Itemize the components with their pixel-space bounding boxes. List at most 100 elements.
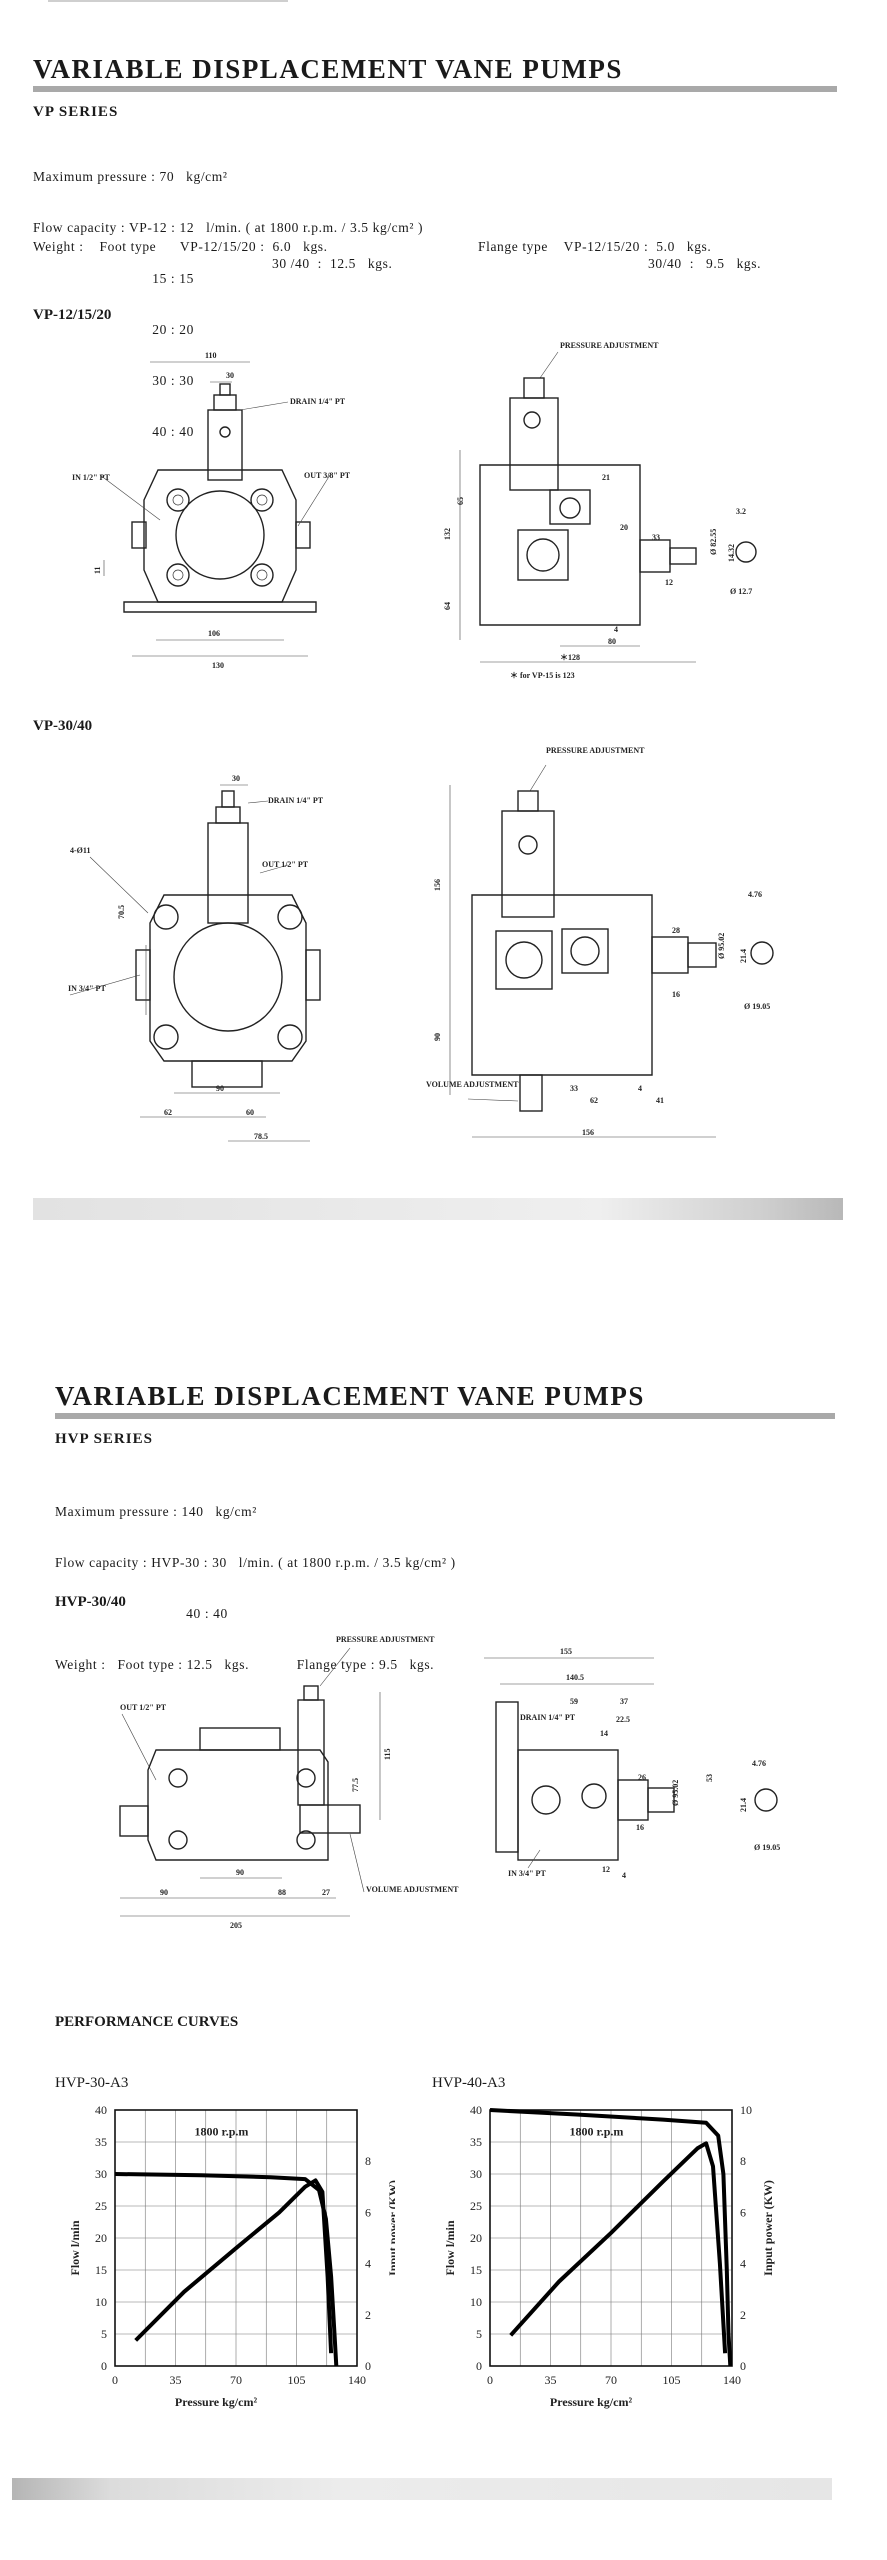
vp-spec-line: 30 : 30 <box>33 373 194 388</box>
y-tick-label: 40 <box>95 2103 107 2117</box>
y2-tick-label: 2 <box>365 2308 371 2322</box>
y-tick-label: 20 <box>470 2231 482 2245</box>
vp-spec-line: Maximum pressure : 70 kg/cm² <box>33 169 228 184</box>
port-label: DRAIN 1/4" PT <box>290 397 346 406</box>
port-label: OUT 1/2" PT <box>120 1703 167 1712</box>
dim-label: Ø 19.05 <box>754 1843 780 1852</box>
y2-tick-label: 4 <box>740 2257 746 2271</box>
dim-label: 90 <box>236 1868 244 1877</box>
y2-tick-label: 0 <box>365 2359 371 2373</box>
y-tick-label: 5 <box>101 2327 107 2341</box>
dim-label: 62 <box>590 1096 598 1105</box>
x-tick-label: 0 <box>487 2373 493 2387</box>
hvp-30-40-drawing: OUT 1/2" PT PRESSURE ADJUSTMENT 115 77.5… <box>119 1635 780 1930</box>
vp-weight-foot-2: 30 /40 : 12.5 kgs. <box>272 256 393 271</box>
y-tick-label: 10 <box>470 2295 482 2309</box>
dim-label: 60 <box>246 1108 254 1117</box>
x-tick-label: 35 <box>545 2373 557 2387</box>
hvp-series-heading: HVP SERIES <box>55 1431 153 1447</box>
dim-label: 20 <box>620 523 628 532</box>
hvp-model-heading: HVP-30/40 <box>55 1594 126 1610</box>
dim-label: 4.76 <box>752 1759 766 1768</box>
vp-b-side-view: PRESSURE ADJUSTMENT 156 90 28 16 33 4 62… <box>426 746 774 1138</box>
callout-label: VOLUME ADJUSTMENT <box>366 1885 459 1894</box>
port-label: DRAIN 1/4" PT <box>268 796 324 805</box>
series-line-power <box>134 2178 334 2354</box>
hvp-spec-line: Flow capacity : HVP-30 : 30 l/min. ( at … <box>55 1555 456 1570</box>
hvp-spec-line: Weight : Foot type : 12.5 kgs. Flange ty… <box>55 1657 435 1672</box>
dim-label: 14.32 <box>727 544 736 562</box>
dim-label: Ø 12.7 <box>730 587 752 596</box>
x-tick-label: 35 <box>170 2373 182 2387</box>
x-tick-label: 0 <box>112 2373 118 2387</box>
note-label: ＊ for VP-15 is 123 <box>510 671 575 680</box>
y-tick-label: 15 <box>95 2263 107 2277</box>
y-tick-label: 30 <box>470 2167 482 2181</box>
y2-tick-label: 6 <box>365 2205 371 2219</box>
chart-2-title: HVP-40-A3 <box>432 2075 506 2091</box>
x-axis-label: Pressure kg/cm² <box>550 2395 633 2409</box>
vp-spec-line: Flow capacity : VP-12 : 12 l/min. ( at 1… <box>33 220 424 235</box>
dim-label: 21.4 <box>739 1798 748 1812</box>
dim-label: 78.5 <box>254 1132 268 1141</box>
dim-label: 90 <box>433 1033 442 1041</box>
dim-label: 65 <box>456 497 465 505</box>
x-axis-label: Pressure kg/cm² <box>175 2395 258 2409</box>
dim-label: 4.76 <box>748 890 762 899</box>
hvp-spec-line: Maximum pressure : 140 kg/cm² <box>55 1504 257 1519</box>
dim-label: 77.5 <box>351 1778 360 1792</box>
dim-label: 156 <box>582 1128 594 1137</box>
dim-label: Ø 95.02 <box>717 933 726 959</box>
y-tick-label: 20 <box>95 2231 107 2245</box>
port-label: OUT 3/8" PT <box>304 471 351 480</box>
plot-frame <box>114 2109 358 2367</box>
dim-label: 140.5 <box>566 1673 584 1682</box>
x-tick-label: 70 <box>605 2373 617 2387</box>
vp-title-rule <box>33 86 837 92</box>
dim-label: 27 <box>322 1888 330 1897</box>
dim-label: 106 <box>208 629 220 638</box>
performance-curves-heading: PERFORMANCE CURVES <box>55 2014 239 2030</box>
vp-series-heading: VP SERIES <box>33 104 119 120</box>
rpm-annotation: 1800 r.p.m <box>195 2125 249 2139</box>
y-axis-label: Flow l/min <box>443 2220 457 2275</box>
dim-label: 41 <box>656 1096 664 1105</box>
dim-label: 90 <box>216 1084 224 1093</box>
dim-label: 115 <box>383 1748 392 1760</box>
port-label: 4-Ø11 <box>70 846 90 855</box>
dim-label: 90 <box>160 1888 168 1897</box>
vp-b-front-view: 30 70.5 90 62 60 78.5 DRAIN 1/4" PT 4-Ø1… <box>68 774 324 1142</box>
dim-label: 62 <box>164 1108 172 1117</box>
dim-label: Ø 19.05 <box>744 1002 770 1011</box>
dim-label: 4 <box>622 1871 626 1880</box>
dim-label: 130 <box>212 661 224 670</box>
dim-label: 33 <box>652 533 660 542</box>
dim-label: 26 <box>638 1773 646 1782</box>
dim-label: 33 <box>570 1084 578 1093</box>
vp-spec-line: 15 : 15 <box>33 271 194 286</box>
y2-tick-label: 10 <box>740 2103 752 2117</box>
hvp-spec-line: 40 : 40 <box>55 1606 228 1621</box>
dim-label: 30 <box>226 371 234 380</box>
dim-label: 37 <box>620 1697 628 1706</box>
y-tick-label: 0 <box>476 2359 482 2373</box>
series-line-power <box>509 2141 728 2354</box>
callout-label: VOLUME ADJUSTMENT <box>426 1080 519 1089</box>
y-tick-label: 0 <box>101 2359 107 2373</box>
vp-model-b-heading: VP-30/40 <box>33 718 93 734</box>
dim-label: 59 <box>570 1697 578 1706</box>
vp-30-40-drawing: 30 70.5 90 62 60 78.5 DRAIN 1/4" PT 4-Ø1… <box>68 746 774 1142</box>
dim-label: 21.4 <box>739 949 748 963</box>
dim-label: 22.5 <box>616 1715 630 1724</box>
port-label: IN 1/2" PT <box>72 473 110 482</box>
y2-axis-label: Input power (KW) <box>386 2180 395 2276</box>
dim-label: 14 <box>600 1729 608 1738</box>
dim-label: 16 <box>636 1823 644 1832</box>
vp-page-title: VARIABLE DISPLACEMENT VANE PUMPS <box>33 54 623 84</box>
chart-1-title: HVP-30-A3 <box>55 2075 129 2091</box>
x-tick-label: 70 <box>230 2373 242 2387</box>
y-tick-label: 30 <box>95 2167 107 2181</box>
dim-label: 88 <box>278 1888 286 1897</box>
vp-a-front-view: 110 30 106 130 11 DRAIN 1/4" PT IN 1/2" … <box>72 351 351 670</box>
